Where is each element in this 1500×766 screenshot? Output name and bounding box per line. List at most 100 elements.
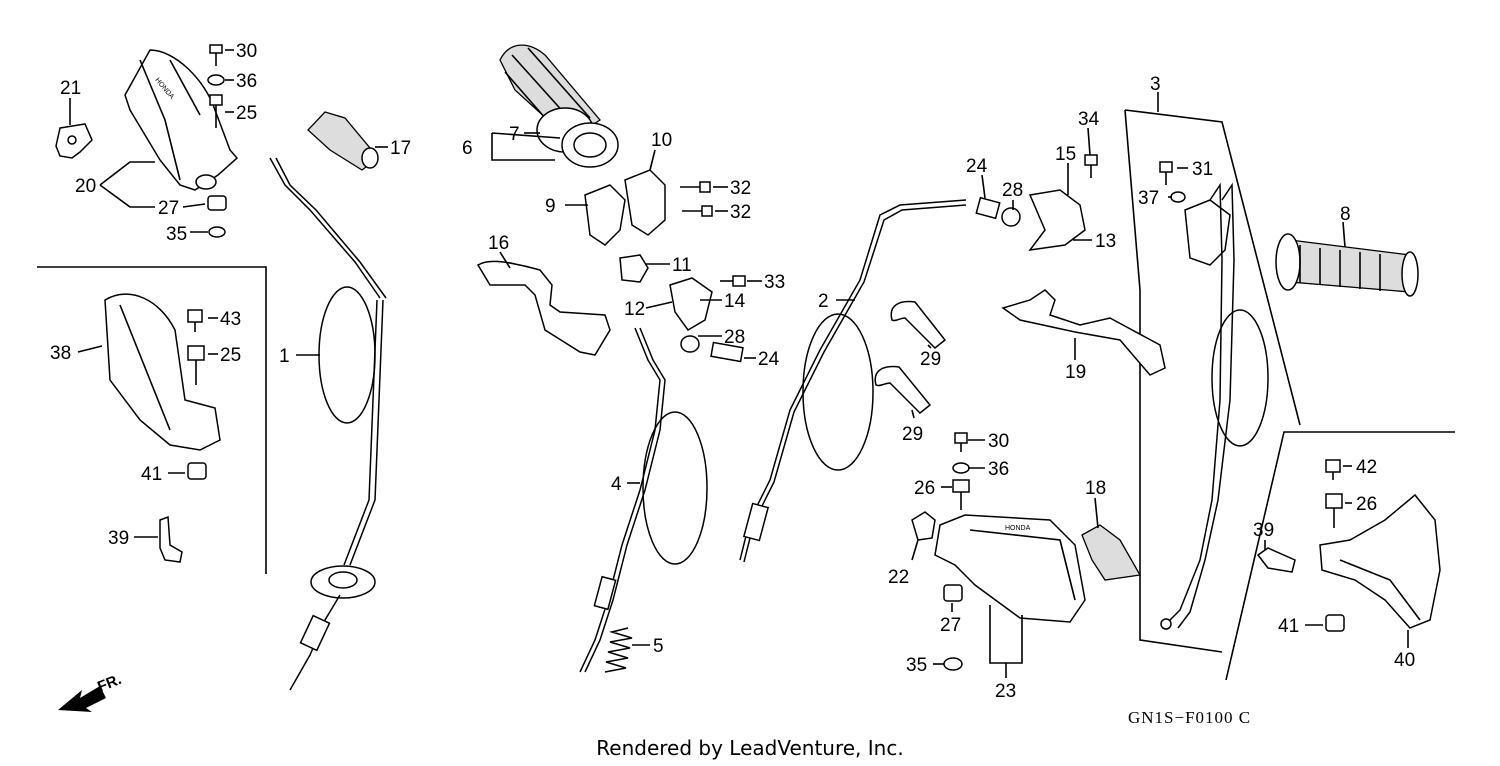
part-12-14 <box>669 277 713 331</box>
callout-42: 42 <box>1356 457 1377 478</box>
boot-18 <box>1081 524 1142 581</box>
screw-32-b <box>682 205 713 217</box>
left-handguard: HONDA <box>124 49 239 191</box>
callout-26-b: 26 <box>1356 494 1377 515</box>
callout-6: 6 <box>462 138 473 159</box>
cable-1 <box>269 157 387 691</box>
washer-37 <box>1170 191 1186 203</box>
adjuster-24-b <box>975 196 1001 220</box>
callout-7: 7 <box>509 124 520 145</box>
callout-19: 19 <box>1065 362 1086 383</box>
bolt-25-a <box>209 94 223 128</box>
clamp-29-b <box>874 365 932 415</box>
callout-13: 13 <box>1095 231 1116 252</box>
clip-39-b <box>1256 547 1296 573</box>
callout-3: 3 <box>1150 74 1161 95</box>
bolt-30-b <box>954 432 968 452</box>
bolt-25-b <box>187 345 205 385</box>
screw-31 <box>1159 161 1173 185</box>
callout-29-b: 29 <box>902 424 923 445</box>
nut-41-b <box>1325 614 1345 632</box>
callout-30-b: 30 <box>988 431 1009 452</box>
callout-12: 12 <box>624 299 645 320</box>
callout-10: 10 <box>651 130 672 151</box>
boot-opening <box>361 147 379 169</box>
callout-35-a: 35 <box>166 224 187 245</box>
front-arrow-icon: FR. <box>58 671 124 712</box>
callout-31: 31 <box>1192 159 1213 180</box>
callout-39-b: 39 <box>1253 520 1274 541</box>
washer-36-a <box>207 74 225 86</box>
cable-4 <box>579 327 708 673</box>
section-dividers <box>37 109 1455 681</box>
callout-20: 20 <box>75 176 96 197</box>
nut-27-a <box>207 195 227 211</box>
callout-43: 43 <box>220 309 241 330</box>
callout-36-b: 36 <box>988 459 1009 480</box>
bolt-43 <box>187 309 203 332</box>
callout-25-a: 25 <box>236 103 257 124</box>
perch-13-15 <box>1028 189 1086 251</box>
callout-27-a: 27 <box>158 198 179 219</box>
switch-3 <box>1160 182 1269 630</box>
callout-28-b: 28 <box>1002 180 1023 201</box>
nut-28-b <box>1001 207 1021 227</box>
callout-9: 9 <box>545 196 556 217</box>
callout-11: 11 <box>672 255 692 276</box>
callout-39-a: 39 <box>108 528 129 549</box>
nut-35-a <box>208 226 226 238</box>
callout-16: 16 <box>488 233 509 254</box>
housing-10 <box>624 169 666 236</box>
callout-5: 5 <box>653 636 664 657</box>
handguard-40 <box>1319 493 1441 629</box>
callout-40: 40 <box>1394 650 1415 671</box>
throttle-grip <box>499 44 619 168</box>
callout-35-b: 35 <box>906 655 927 676</box>
callout-15: 15 <box>1055 144 1076 165</box>
callout-25-b: 25 <box>220 345 241 366</box>
nut-35-b <box>943 657 963 671</box>
grip-8 <box>1275 233 1419 297</box>
brand-marking-2: HONDA <box>1005 525 1031 532</box>
callout-30-a: 30 <box>236 41 257 62</box>
handguard-38 <box>104 293 221 451</box>
lever-16 <box>476 260 611 356</box>
nut-28-a <box>680 335 700 353</box>
lever-19 <box>1001 289 1166 376</box>
handguard-23: HONDA <box>934 514 1086 623</box>
bolt-42 <box>1325 459 1341 480</box>
housing-9 <box>584 184 626 246</box>
diagram-code: GN1S−F0100 C <box>1128 708 1252 727</box>
cable-2 <box>739 199 967 563</box>
bolt-26-a <box>952 479 970 510</box>
clamp-29-a <box>890 300 947 350</box>
callout-36-a: 36 <box>236 71 257 92</box>
callout-27-b: 27 <box>940 615 961 636</box>
bolt-30-a <box>209 44 223 66</box>
screw-33 <box>720 275 746 287</box>
leader-lines <box>69 49 1409 678</box>
adjuster-24-a <box>710 341 744 363</box>
callout-41-b: 41 <box>1278 616 1299 637</box>
nut-27-b <box>943 584 963 602</box>
callout-24-a: 24 <box>758 349 780 370</box>
callout-22: 22 <box>888 567 909 588</box>
callout-2: 2 <box>818 291 829 312</box>
footer-credit: Rendered by LeadVenture, Inc. <box>596 736 904 760</box>
callout-8: 8 <box>1340 204 1351 225</box>
front-marker: FR. <box>95 671 124 696</box>
callout-24-b: 24 <box>966 156 988 177</box>
nut-41-a <box>187 462 207 480</box>
callout-26-a: 26 <box>914 478 935 499</box>
callout-32-b: 32 <box>730 202 751 223</box>
clip-39-a <box>159 515 183 563</box>
washer-36-b <box>952 462 970 474</box>
callout-labels: 30 36 25 21 20 27 35 17 1 38 43 25 41 39… <box>50 41 1415 702</box>
callout-33: 33 <box>764 272 785 293</box>
clip-22 <box>911 511 936 541</box>
callout-4: 4 <box>611 474 622 495</box>
callout-38: 38 <box>50 343 71 364</box>
callout-1: 1 <box>279 346 290 367</box>
callout-37: 37 <box>1138 188 1159 209</box>
callout-17: 17 <box>390 138 411 159</box>
